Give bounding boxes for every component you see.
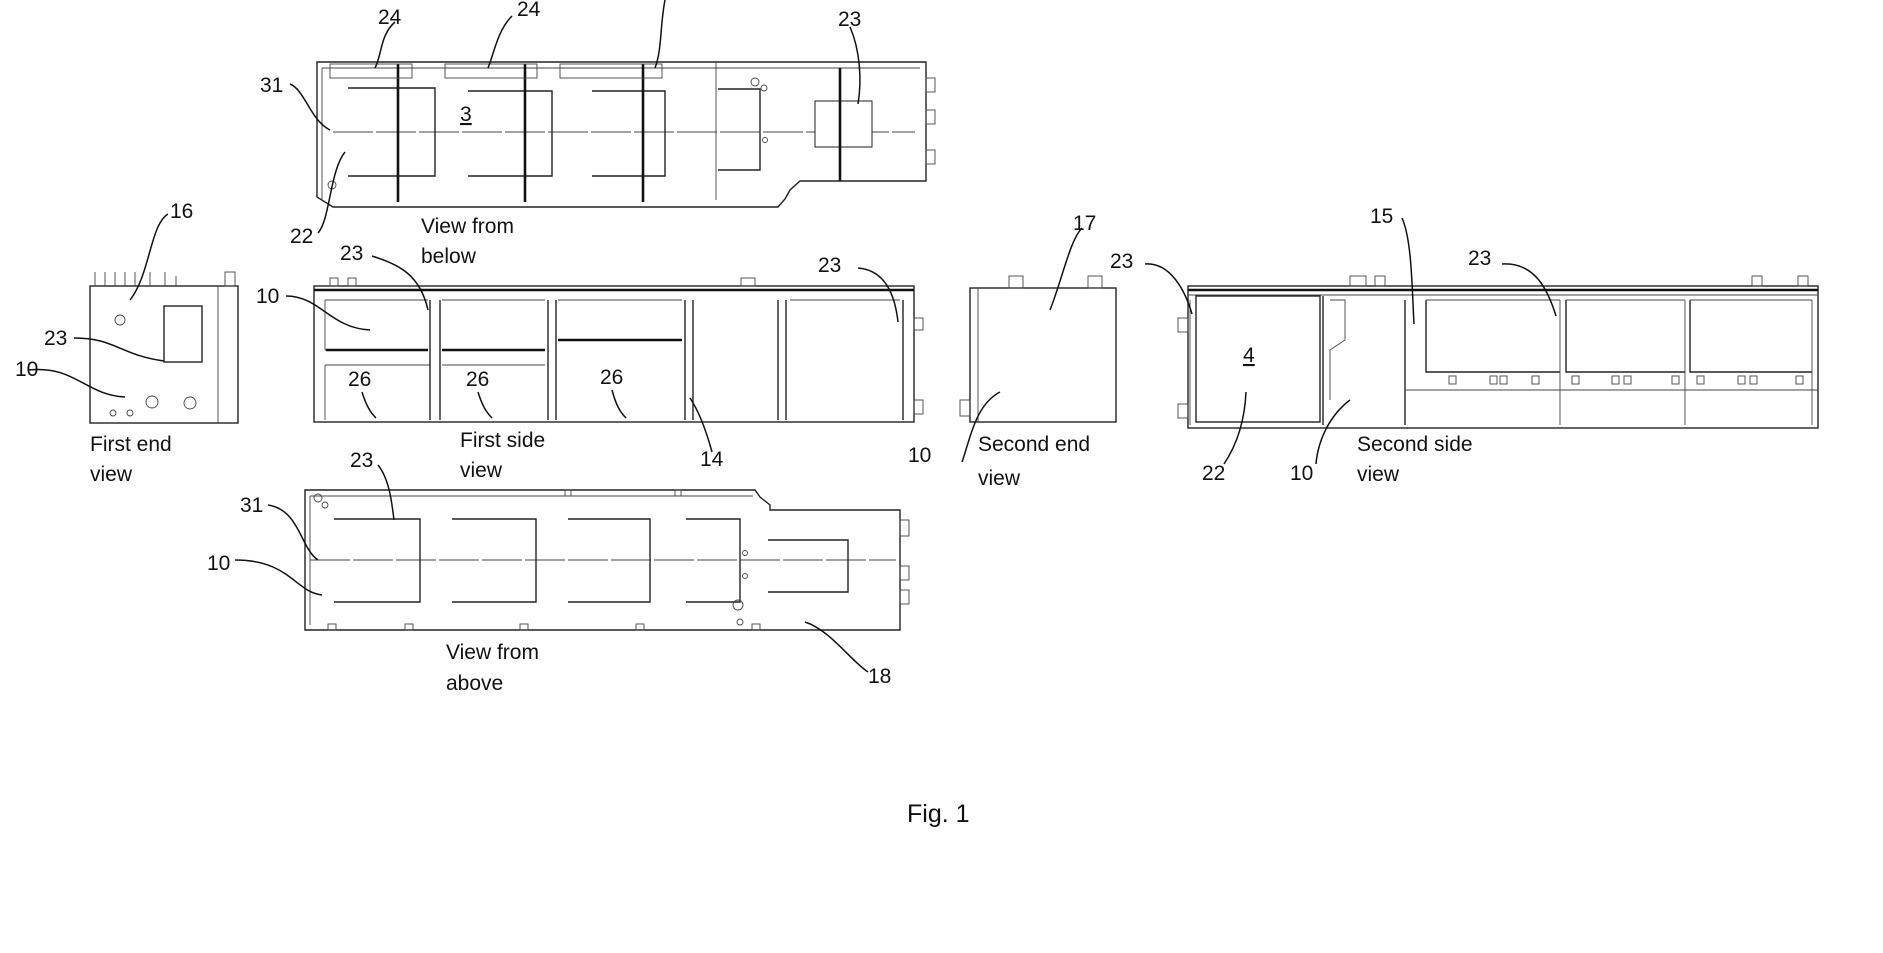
ref-3: 3 — [460, 103, 472, 126]
ref-10-second-side: 10 — [1290, 462, 1313, 485]
ref-16: 16 — [170, 200, 193, 223]
ref-23-second-side-b: 23 — [1468, 247, 1491, 270]
caption-second-side-1: Second side — [1357, 433, 1473, 456]
second-end-view: 17 10 Second end view — [908, 212, 1116, 490]
second-side-view: 23 15 23 4 22 10 Second side view — [1110, 205, 1818, 486]
ref-23-below: 23 — [838, 8, 861, 31]
caption-below-1: View from — [421, 215, 514, 238]
ref-18: 18 — [868, 665, 891, 688]
view-from-above: 23 31 10 18 View from above — [207, 449, 909, 695]
ref-14: 14 — [700, 448, 724, 471]
caption-second-end-1: Second end — [978, 433, 1090, 456]
ref-22-second-side: 22 — [1202, 462, 1225, 485]
ref-23-above: 23 — [350, 449, 373, 472]
caption-first-end-2: view — [90, 463, 133, 486]
ref-10-first-end: 10 — [15, 358, 38, 381]
caption-above-1: View from — [446, 641, 539, 664]
first-end-view: 16 23 10 First end view — [15, 200, 238, 486]
ref-10-first-side: 10 — [256, 285, 279, 308]
caption-first-end-1: First end — [90, 433, 172, 456]
ref-17: 17 — [1073, 212, 1096, 235]
ref-23-first-side-b: 23 — [818, 254, 841, 277]
ref-4: 4 — [1243, 344, 1255, 367]
ref-10-above: 10 — [207, 552, 230, 575]
figure-caption: Fig. 1 — [907, 800, 970, 828]
ref-10-second-end: 10 — [908, 444, 931, 467]
ref-24-a: 24 — [378, 6, 402, 29]
ref-23-first-side-a: 23 — [340, 242, 363, 265]
ref-31-above: 31 — [240, 494, 263, 517]
ref-15: 15 — [1370, 205, 1393, 228]
ref-24-b: 24 — [517, 0, 541, 21]
view-from-below: 24 24 23 31 3 22 View from below — [260, 0, 935, 268]
ref-23-second-side-a: 23 — [1110, 250, 1133, 273]
ref-26-b: 26 — [466, 368, 489, 391]
caption-first-side-1: First side — [460, 429, 545, 452]
ref-31-below: 31 — [260, 74, 283, 97]
first-side-view: 23 23 10 26 26 26 14 First side view — [256, 242, 923, 482]
ref-26-c: 26 — [600, 366, 623, 389]
caption-first-side-2: view — [460, 459, 503, 482]
caption-second-end-2: view — [978, 467, 1021, 490]
caption-second-side-2: view — [1357, 463, 1400, 486]
ref-22-below: 22 — [290, 225, 313, 248]
ref-26-a: 26 — [348, 368, 371, 391]
caption-above-2: above — [446, 672, 503, 695]
ref-23-first-end: 23 — [44, 327, 67, 350]
caption-below-2: below — [421, 245, 477, 268]
